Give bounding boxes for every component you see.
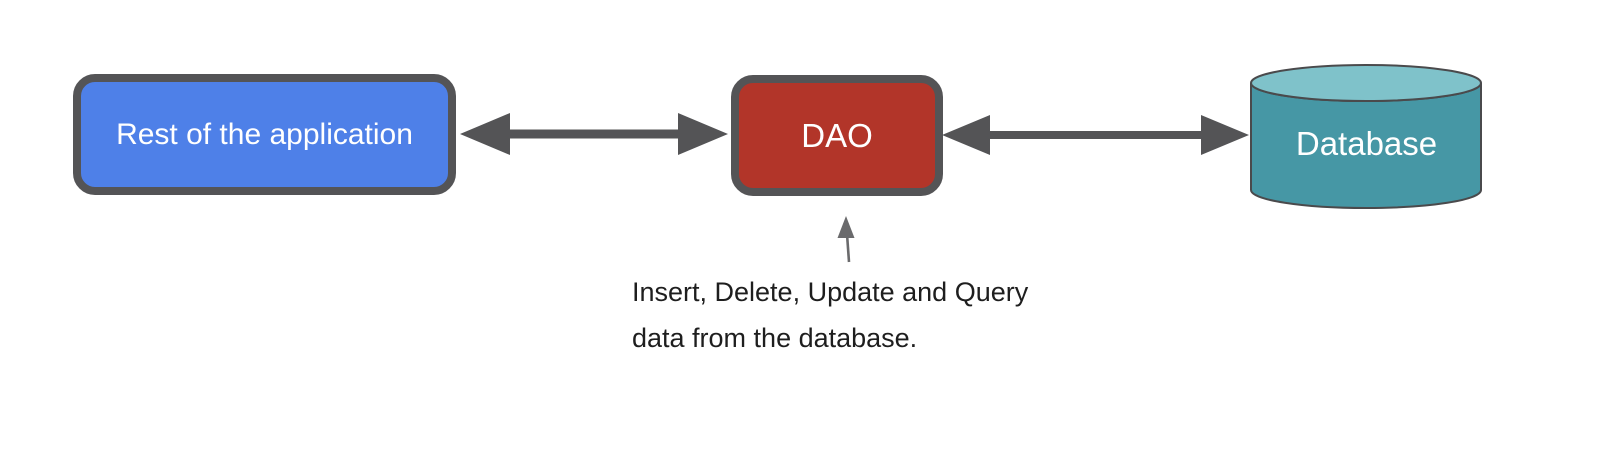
annotation-line-1: Insert, Delete, Update and Query bbox=[632, 277, 1029, 307]
database-cylinder-top bbox=[1250, 64, 1482, 102]
double-arrow-dao-database-icon bbox=[942, 115, 1249, 155]
double-arrow-dao-database-shape bbox=[942, 115, 1249, 155]
node-dao-label: DAO bbox=[801, 116, 873, 154]
double-arrow-app-dao-shape bbox=[460, 113, 728, 155]
annotation-text: Insert, Delete, Update and Query data fr… bbox=[632, 269, 1028, 361]
annotation-line-2: data from the database. bbox=[632, 323, 918, 353]
annotation-up-arrow-head bbox=[837, 216, 855, 238]
database-cylinder-icon bbox=[1250, 64, 1482, 209]
annotation-up-arrow-line bbox=[845, 233, 851, 263]
double-arrow-app-dao-icon bbox=[460, 113, 728, 155]
node-rest-of-application: Rest of the application bbox=[73, 74, 456, 195]
node-rest-of-application-label: Rest of the application bbox=[116, 117, 413, 151]
annotation-up-arrow-icon bbox=[837, 216, 855, 263]
node-dao: DAO bbox=[731, 75, 943, 196]
